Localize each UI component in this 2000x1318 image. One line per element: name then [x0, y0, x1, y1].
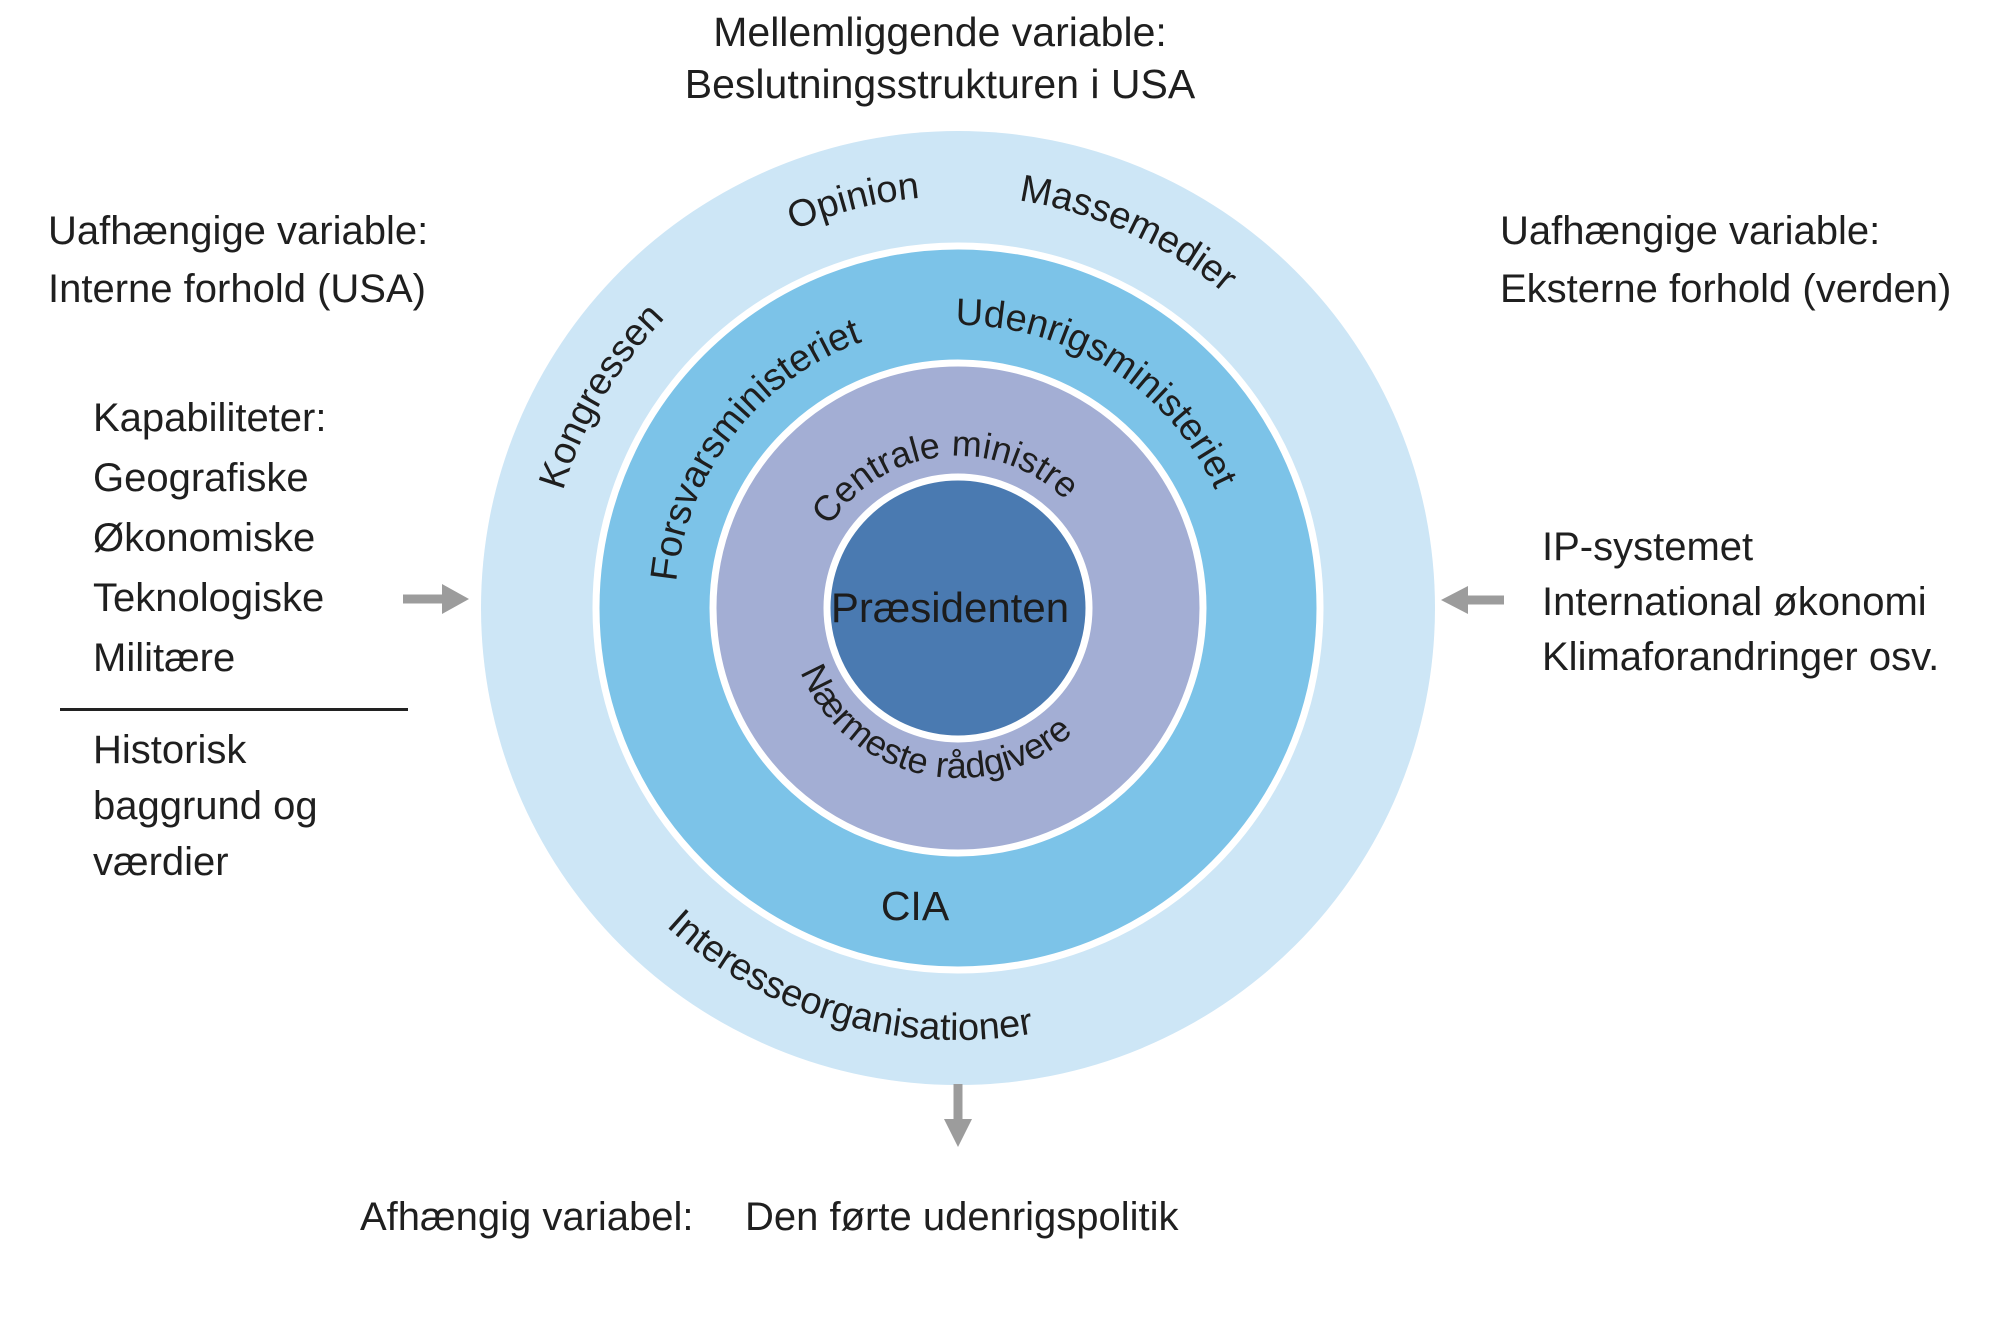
dependent-variable-value: Den førte udenrigspolitik: [745, 1195, 1179, 1239]
history-line-2: baggrund og: [93, 784, 318, 828]
capability-item: Teknologiske: [93, 576, 325, 620]
left-divider-line: [60, 708, 408, 711]
diagram-title: Mellemliggende variable: Beslutningsstru…: [440, 6, 1440, 110]
historical-background-block: Historisk baggrund og værdier: [93, 722, 318, 890]
external-item: Klimaforandringer osv.: [1542, 635, 1940, 679]
right-independent-variables-header: Uafhængige variable: Eksterne forhold (v…: [1500, 202, 1951, 318]
title-line-2: Beslutningsstrukturen i USA: [684, 61, 1196, 107]
external-item: IP-systemet: [1542, 525, 1754, 569]
down-arrow-head: [944, 1119, 972, 1147]
history-line-1: Historisk: [93, 728, 247, 772]
capability-item: Militære: [93, 636, 236, 680]
core-circle: [823, 473, 1093, 743]
capabilities-heading: Kapabiliteter:: [93, 396, 327, 440]
right-header-line-2: Eksterne forhold (verden): [1500, 267, 1952, 311]
left-header-line-2: Interne forhold (USA): [48, 267, 426, 311]
title-line-1: Mellemliggende variable:: [713, 9, 1167, 55]
left-arrow-head: [442, 584, 469, 614]
cia-label: CIA: [881, 883, 950, 929]
right-arrow-icon: [1441, 586, 1504, 614]
praesidenten-label: Præsidenten: [831, 584, 1069, 631]
capability-item: Geografiske: [93, 456, 309, 500]
left-header-line-1: Uafhængige variable:: [48, 209, 429, 253]
left-independent-variables-header: Uafhængige variable: Interne forhold (US…: [48, 202, 428, 318]
capabilities-list: Kapabiliteter: Geografiske Økonomiske Te…: [93, 388, 326, 688]
down-arrow-icon: [944, 1084, 972, 1147]
dependent-variable-label: Afhængig variabel:: [360, 1195, 694, 1239]
external-item: International økonomi: [1542, 580, 1927, 624]
history-line-3: værdier: [93, 840, 229, 884]
capability-item: Økonomiske: [93, 516, 316, 560]
right-header-line-1: Uafhængige variable:: [1500, 209, 1881, 253]
external-factors-list: IP-systemet International økonomi Klimaf…: [1542, 520, 1939, 685]
left-arrow-icon: [403, 584, 469, 614]
right-arrow-head: [1441, 586, 1468, 614]
